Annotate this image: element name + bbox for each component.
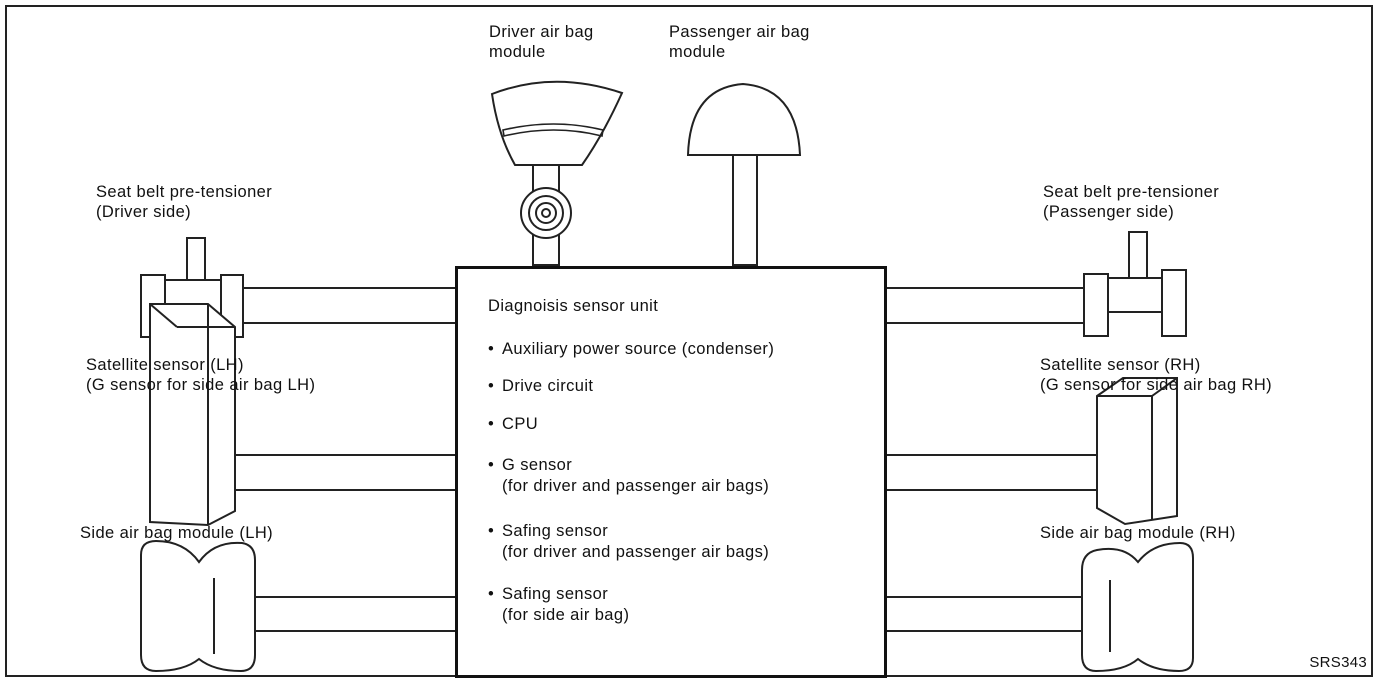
pretensioner-passenger-icon [887,231,1187,337]
feature-item: •Auxiliary power source (condenser) [488,340,775,358]
side-airbag-module-rh-icon [887,541,1194,673]
pretensioner-passenger-label: Seat belt pre-tensioner(Passenger side) [1043,183,1220,221]
side-airbag-module-lh-label: Side air bag module (LH) [80,524,274,542]
satellite-sensor-rh-label: Satellite sensor (RH)(G sensor for side … [1040,356,1273,394]
satellite-sensor-rh-icon [887,377,1178,526]
diagnosis-sensor-unit: Diagnoisis sensor unit •Auxiliary power … [455,266,887,678]
feature-item: •G sensor (for driver and passenger air … [488,456,770,495]
figure-code: SRS343 [1309,654,1367,671]
feature-item: •CPU [488,415,539,433]
feature-item: •Safing sensor (for side air bag) [488,585,630,624]
pretensioner-driver-label: Seat belt pre-tensioner(Driver side) [96,183,273,221]
satellite-sensor-lh-label: Satellite sensor (LH)(G sensor for side … [86,356,316,394]
unit-title: Diagnoisis sensor unit [488,297,659,315]
feature-item: •Safing sensor (for driver and passenger… [488,522,770,561]
satellite-sensor-lh-icon [149,303,455,527]
driver-airbag-module-icon [490,80,624,266]
side-airbag-module-lh-icon [140,539,455,673]
passenger-airbag-module-icon [686,82,802,266]
side-airbag-module-rh-label: Side air bag module (RH) [1040,524,1236,542]
feature-item: •Drive circuit [488,377,594,395]
